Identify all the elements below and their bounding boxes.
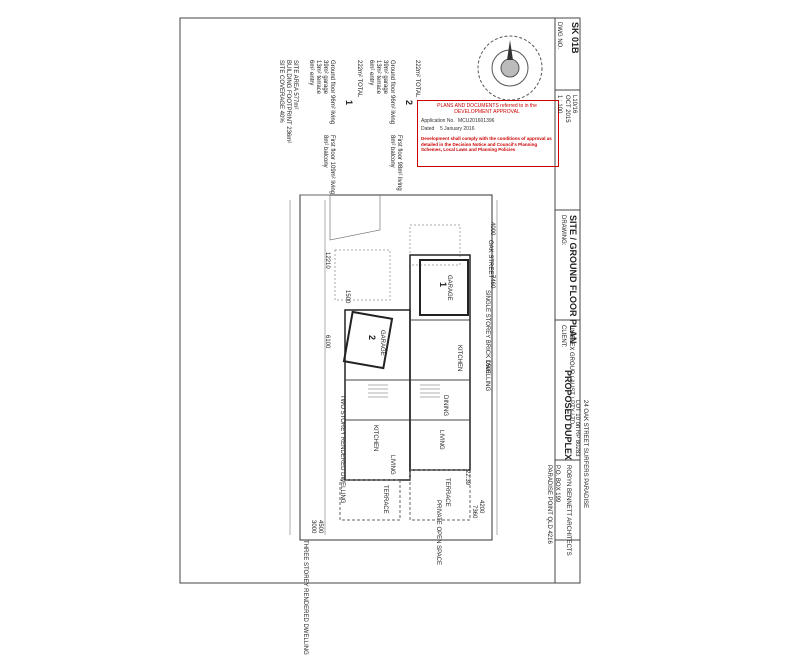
living-label: LIVING	[438, 430, 444, 450]
dim-3000: 3000	[310, 520, 316, 534]
street-label: OAK STREET	[487, 240, 493, 279]
neighbour-left-label: TWO STOREY RENDERED DWELLING	[339, 395, 345, 504]
unit-2-ground: Ground floor 96m² living	[389, 60, 395, 125]
site-boundary	[299, 194, 493, 541]
garage-1	[419, 259, 469, 316]
drawing-number-label: DWG NO.	[556, 22, 562, 49]
building-footprint: BUILDING FOOTPRINT 236m²	[285, 60, 291, 144]
unit-1-total: 222m² TOTAL	[356, 60, 362, 98]
stamp-application-no: MCU201601396	[458, 118, 495, 124]
drawing-label: DRAWING:	[560, 215, 566, 246]
unit-1-terrace: 13m² terrace	[315, 60, 321, 95]
job-number: L10/16	[571, 95, 577, 114]
dim-6100: 6100	[324, 335, 330, 349]
site-address: 24 OAK STREET SURFERS PARADISE	[582, 400, 588, 509]
unit-1-number: 1	[344, 100, 354, 106]
approval-stamp	[417, 100, 559, 167]
neighbour-bottom-label: THREE STOREY RENDERED DWELLING	[302, 540, 308, 655]
unit-1-entry: 6m² entry	[308, 60, 314, 86]
dim-7460: 7460	[489, 275, 495, 289]
unit-2-balcony: 8m² balcony	[389, 135, 395, 168]
architect-name: ROBYN BENNETT ARCHITECTS	[565, 465, 571, 556]
dim-1500-a: 1500	[344, 290, 350, 304]
dim-22-39: 22.39	[464, 470, 470, 486]
sheet-border	[179, 17, 581, 584]
dim-4000: 4000	[489, 222, 495, 236]
garage-1-label: GARAGE	[446, 275, 452, 301]
stamp-dated-label: Dated	[421, 126, 435, 132]
dim-4500: 4500	[317, 520, 323, 534]
plan-drawing	[179, 17, 581, 584]
private-open-space-label: PRIVATE OPEN SPACE	[435, 500, 441, 566]
architect-contact-1: P.O. BOX 199	[554, 465, 560, 503]
site-area: SITE AREA 577m²	[292, 60, 298, 110]
north-arrow-icon	[477, 35, 543, 101]
dim-4200: 4200	[478, 500, 484, 514]
unit-1-balcony: 8m² balcony	[322, 135, 328, 168]
drawing-sheet: SK 01B DWG NO. OCT 2015 1 : 100 L10/16 D…	[179, 17, 588, 655]
garage-2-label: GARAGE	[379, 330, 385, 356]
stamp-conditions: Development shall comply with the condit…	[421, 136, 552, 152]
unit-1-ground: Ground floor 96m² living	[329, 60, 335, 125]
neighbour-right-label: SINGLE STOREY BRICK DWELLING	[484, 290, 490, 392]
unit-1-first: First floor 109m² living	[329, 135, 335, 195]
project-name: PROPOSED DUPLEX	[563, 370, 573, 461]
client-label: CLIENT:	[560, 325, 566, 348]
unit-2-number: 2	[404, 100, 414, 106]
drawing-number: SK 01B	[570, 22, 580, 54]
unit-2-terrace-label: TERRACE	[382, 485, 388, 514]
terrace-label: TERRACE	[444, 478, 450, 507]
stamp-dated: 5 January 2016	[440, 126, 475, 132]
dining-label: DINING	[442, 395, 448, 416]
unit-2-first: First floor 98m² living	[396, 135, 402, 191]
unit-2-entry: 6m² entry	[368, 60, 374, 86]
unit-2-kitchen-label: KITCHEN	[372, 425, 378, 452]
kitchen-label: KITCHEN	[456, 345, 462, 372]
date-value: OCT 2015	[564, 95, 570, 123]
stamp-heading: PLANS AND DOCUMENTS referred to in the D…	[437, 103, 537, 115]
garage-2	[342, 310, 394, 370]
unit-2-label: 2	[367, 335, 377, 341]
site-coverage: SITE COVERAGE 40%	[278, 60, 284, 123]
unit-2-living-label: LIVING	[389, 455, 395, 475]
scale-value: 1 : 100	[556, 95, 562, 114]
unit-2-total: 222m² TOTAL	[414, 60, 420, 98]
unit-2-terrace: 13m² terrace	[375, 60, 381, 95]
dim-1500-b: 1500	[484, 360, 490, 374]
unit-1-garage: 39m² garage	[322, 60, 328, 95]
dim-7360: 7360	[471, 505, 477, 519]
architect-contact-2: PARADISE POINT QLD 4216	[546, 465, 552, 544]
dim-12210: 12210	[324, 252, 330, 269]
unit-2-garage: 39m² garage	[382, 60, 388, 95]
lot-info: LOT 10 on RP 80283	[574, 400, 580, 457]
stamp-application-label: Application No.	[421, 118, 455, 124]
